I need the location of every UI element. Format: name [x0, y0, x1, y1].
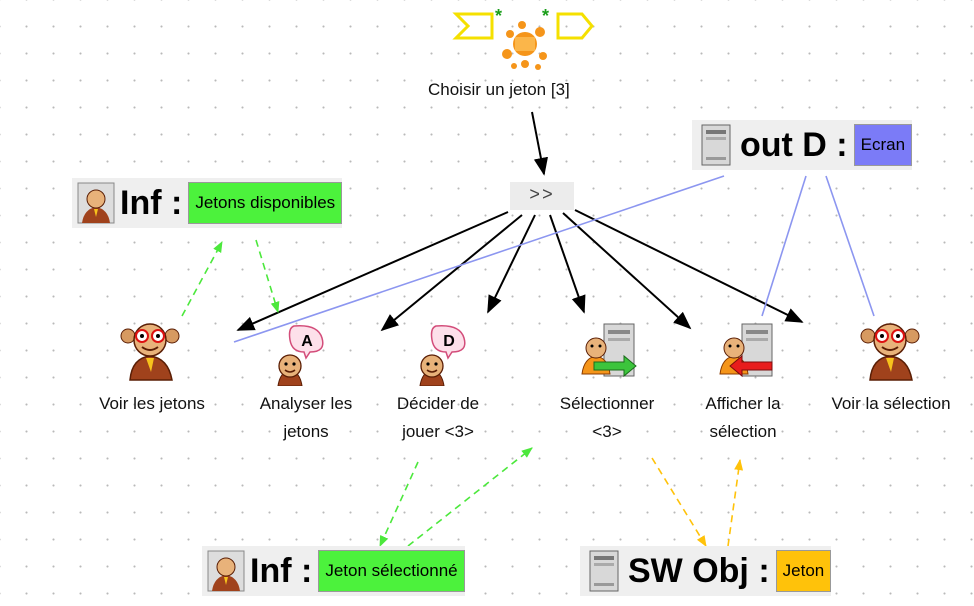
object-value: Jetons disponibles	[188, 182, 343, 224]
analysis-task-icon[interactable]: A	[272, 324, 342, 386]
object-kind: Inf :	[250, 551, 313, 590]
task-label-analyser-jetons[interactable]: Analyser les jetons	[259, 394, 353, 441]
info-object-jetons-disponibles[interactable]: Inf : Jetons disponibles	[72, 178, 343, 228]
child-arrow-decider	[487, 214, 536, 314]
root-task-icon[interactable]: * *	[450, 4, 600, 74]
object-kind: SW Obj :	[628, 551, 770, 590]
user-icon	[77, 182, 115, 224]
decision-task-icon[interactable]: D	[414, 324, 484, 386]
object-value: Ecran	[853, 124, 913, 166]
child-arrow-voir-selection	[574, 209, 804, 323]
sw-flow-obj-to-afficher	[727, 458, 744, 547]
user-task-icon[interactable]	[858, 318, 922, 382]
object-kind: Inf :	[120, 183, 183, 222]
splash-icon	[502, 21, 547, 70]
info-flow-decider-to-inf	[379, 461, 419, 548]
device-object-out-d[interactable]: out D : Ecran	[692, 120, 913, 170]
device-link-voir-selection	[825, 175, 875, 317]
device-link-afficher	[761, 175, 807, 317]
object-value: Jeton sélectionné	[318, 550, 465, 592]
svg-text:*: *	[542, 6, 549, 26]
software-object-jeton[interactable]: SW Obj : Jeton	[580, 546, 832, 596]
child-arrow-afficher	[562, 212, 692, 330]
object-kind: out D :	[740, 125, 848, 164]
sw-flow-selectionner-to-obj	[651, 457, 707, 547]
sequence-operator[interactable]: >>	[510, 182, 574, 210]
user-icon	[207, 550, 245, 592]
child-arrow-voir-jetons	[236, 211, 509, 331]
output-port-icon	[556, 12, 594, 40]
device-link-voir-jetons	[233, 175, 725, 343]
interactive-input-task-icon[interactable]	[578, 318, 642, 382]
info-flow-inf-to-selectionner	[407, 447, 533, 547]
input-port-icon	[452, 12, 494, 40]
decision-badge: D	[443, 333, 455, 350]
computer-icon	[589, 550, 619, 592]
interactive-output-task-icon[interactable]	[716, 318, 780, 382]
child-arrow-selectionner	[549, 214, 586, 314]
user-task-icon[interactable]	[118, 318, 182, 382]
task-label-voir-jetons[interactable]: Voir les jetons	[99, 394, 205, 413]
computer-icon	[701, 124, 731, 166]
root-to-operator-arrow	[531, 111, 548, 176]
info-flow-inf-to-voir	[181, 241, 223, 317]
child-arrow-analyser	[380, 214, 523, 332]
analysis-badge: A	[301, 333, 313, 350]
root-task-label[interactable]: Choisir un jeton [3]	[428, 80, 570, 99]
task-label-selectionner[interactable]: Sélectionner <3>	[559, 394, 655, 441]
task-label-decider-jouer[interactable]: Décider de jouer <3>	[396, 394, 480, 441]
info-object-jeton-selectionne[interactable]: Inf : Jeton sélectionné	[202, 546, 465, 596]
task-label-afficher-selection[interactable]: Afficher la sélection	[705, 394, 781, 441]
svg-text:*: *	[495, 6, 502, 26]
object-value: Jeton	[775, 550, 832, 592]
info-flow-inf-to-analyser	[255, 239, 280, 314]
task-label-voir-selection[interactable]: Voir la sélection	[831, 394, 951, 413]
